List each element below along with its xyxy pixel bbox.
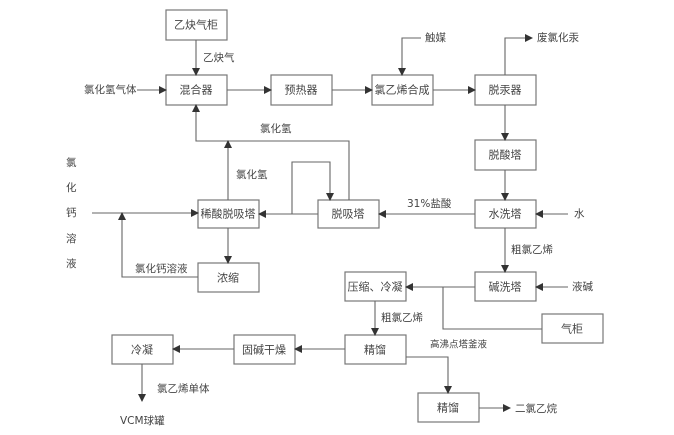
- label-catalyst: 触媒: [425, 31, 446, 44]
- svg-text:浓缩: 浓缩: [217, 272, 239, 285]
- box-dilute-acid-desorption-tower: 稀酸脱吸塔: [197, 199, 260, 229]
- label-hcl-mid: 氯化氢: [236, 168, 268, 181]
- label-hcl-top: 氯化氢: [260, 122, 292, 135]
- box-mixer: 混合器: [165, 74, 228, 106]
- svg-text:精馏: 精馏: [437, 401, 459, 415]
- label-dichloroethane: 二氯乙烷: [515, 402, 557, 415]
- label-vcm-monomer: 氯乙烯单体: [157, 382, 210, 395]
- box-alkali-wash-tower: 碱洗塔: [474, 271, 537, 302]
- svg-text:预热器: 预热器: [285, 84, 318, 97]
- box-gas-holder: 气柜: [541, 313, 604, 344]
- svg-text:固碱干燥: 固碱干燥: [242, 344, 286, 357]
- svg-text:氯乙烯合成: 氯乙烯合成: [375, 83, 430, 97]
- svg-text:氯: 氯: [66, 156, 77, 169]
- svg-text:脱酸塔: 脱酸塔: [489, 148, 522, 162]
- label-crude-vcm-1: 粗氯乙烯: [511, 243, 553, 256]
- svg-text:溶: 溶: [66, 232, 77, 245]
- label-hcl-31: 31%盐酸: [407, 197, 452, 210]
- svg-text:乙炔气柜: 乙炔气柜: [174, 18, 218, 32]
- label-waste-hgcl2: 废氯化汞: [537, 31, 579, 44]
- svg-text:稀酸脱吸塔: 稀酸脱吸塔: [201, 207, 256, 221]
- label-water: 水: [574, 208, 585, 220]
- box-concentration: 浓缩: [197, 262, 260, 293]
- svg-text:气柜: 气柜: [561, 322, 583, 336]
- label-liquid-alkali: 液碱: [572, 280, 593, 293]
- label-acetylene: 乙炔气: [203, 51, 235, 64]
- svg-text:碱洗塔: 碱洗塔: [489, 281, 522, 294]
- box-rectification-2: 精馏: [417, 392, 480, 423]
- box-acid-removal-tower: 脱酸塔: [474, 139, 537, 171]
- label-hcl-gas: 氯化氢气体: [84, 83, 137, 96]
- flow-lines: [92, 34, 568, 412]
- label-cacl2-vertical: 氯 化 钙 溶 液: [66, 156, 77, 270]
- box-condensation: 冷凝: [111, 334, 174, 365]
- label-vcm-tank: VCM球罐: [120, 414, 165, 427]
- label-crude-vcm-2: 粗氯乙烯: [381, 311, 423, 324]
- box-vcm-synthesis: 氯乙烯合成: [371, 74, 434, 106]
- box-mercury-remover: 脱汞器: [474, 74, 537, 106]
- svg-text:压缩、冷凝: 压缩、冷凝: [348, 280, 403, 294]
- box-preheater: 预热器: [270, 74, 333, 106]
- label-cacl2-solution: 氯化钙溶液: [135, 262, 188, 275]
- svg-text:水洗塔: 水洗塔: [489, 208, 522, 221]
- label-high-boiling-residue: 高沸点塔釜液: [430, 339, 488, 351]
- box-compression-condensation: 压缩、冷凝: [344, 271, 407, 302]
- box-solid-alkali-drying: 固碱干燥: [233, 334, 296, 365]
- box-desorption-tower: 脱吸塔: [317, 199, 380, 229]
- svg-text:钙: 钙: [66, 206, 77, 219]
- svg-text:混合器: 混合器: [180, 83, 213, 97]
- box-rectification-1: 精馏: [344, 334, 407, 365]
- box-acetylene-holder: 乙炔气柜: [165, 9, 228, 41]
- svg-text:液: 液: [66, 257, 77, 270]
- svg-text:脱汞器: 脱汞器: [489, 83, 522, 97]
- svg-text:脱吸塔: 脱吸塔: [332, 207, 365, 221]
- svg-text:化: 化: [66, 181, 77, 194]
- svg-text:冷凝: 冷凝: [131, 343, 153, 357]
- svg-text:精馏: 精馏: [364, 343, 386, 357]
- box-water-wash-tower: 水洗塔: [474, 199, 537, 229]
